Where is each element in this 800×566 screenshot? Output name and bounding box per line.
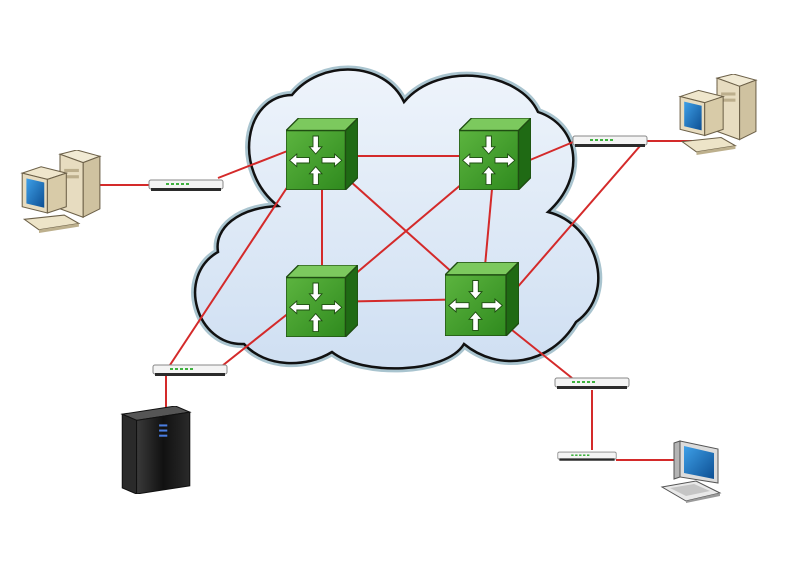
link-router-2-modem-right (529, 139, 579, 161)
router-icon[interactable] (286, 265, 358, 337)
desktop-pc-icon[interactable] (21, 150, 101, 234)
link-router-1-modem-server (169, 179, 293, 366)
router-icon[interactable] (286, 118, 358, 190)
modem-icon[interactable] (554, 377, 630, 390)
server-icon[interactable] (121, 406, 191, 494)
modem-icon[interactable] (152, 364, 228, 377)
link-router-3-modem-server (221, 311, 291, 367)
modem-icon[interactable] (148, 179, 224, 192)
link-router-4-modem-right (514, 145, 641, 291)
network-cloud (191, 65, 603, 373)
terminal-icon[interactable] (661, 440, 721, 504)
modem-icon[interactable] (572, 135, 648, 148)
router-icon[interactable] (459, 118, 531, 190)
router-icon[interactable] (445, 262, 519, 336)
link-router-4-modem-bottom-right (511, 329, 573, 379)
desktop-pc-icon[interactable] (679, 74, 757, 156)
link-router-1-modem-left (217, 149, 291, 179)
switch-icon[interactable] (557, 451, 617, 462)
